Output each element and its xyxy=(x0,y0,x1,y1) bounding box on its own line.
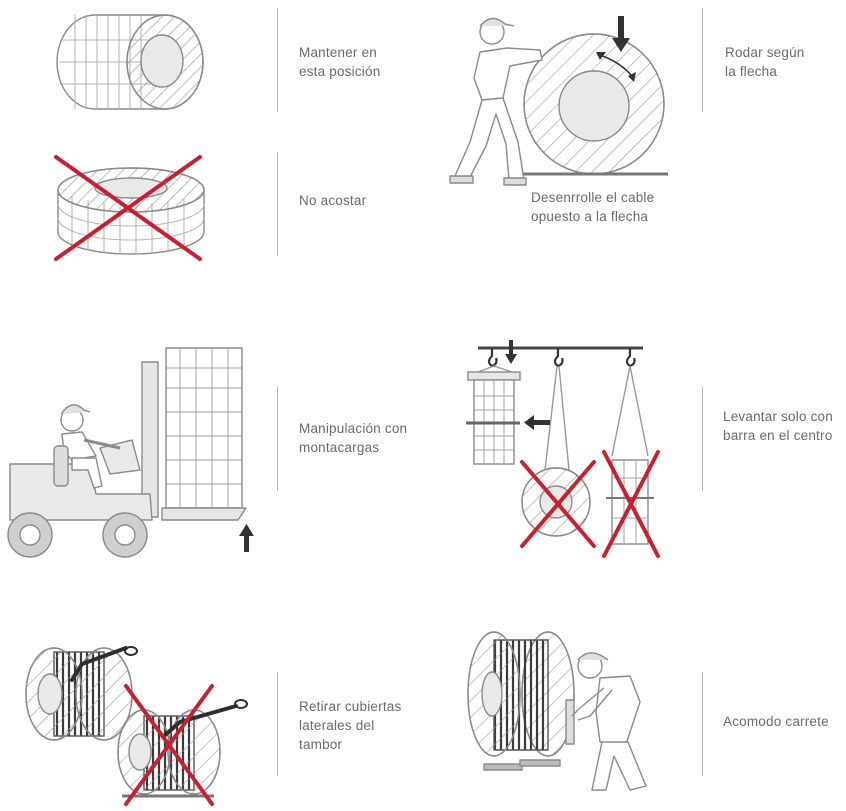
down-arrow-small-icon xyxy=(505,340,517,364)
prohibited-cross-icon xyxy=(54,155,202,261)
label-no-lay-flat: No acostar xyxy=(299,193,367,208)
standing-reel-icon xyxy=(56,14,204,110)
prohibited-cross-icon-middle xyxy=(520,460,596,548)
separator-4 xyxy=(277,387,278,491)
label-keep-position: Mantener en esta posición xyxy=(299,45,381,79)
forklift-icon xyxy=(7,347,247,558)
down-arrow-icon xyxy=(612,16,630,52)
person-arranging-reel-icon xyxy=(467,631,647,791)
rotation-arrow-icon xyxy=(596,52,636,82)
separator-7 xyxy=(702,672,703,776)
separator-5 xyxy=(702,387,703,491)
label-roll-arrow: Rodar según la flecha xyxy=(725,45,805,79)
label-remove-covers: Retirar cubiertas laterales del tambor xyxy=(299,699,402,752)
separator-6 xyxy=(277,672,278,776)
drum-covers-icon xyxy=(25,646,248,798)
label-unroll-opposite: Desenrrolle el cable opuesto a la flecha xyxy=(531,190,655,224)
up-arrow-icon xyxy=(239,524,254,552)
lying-reel-icon xyxy=(57,167,205,255)
separator-3 xyxy=(702,8,703,112)
separator-1 xyxy=(277,8,278,112)
left-arrow-icon xyxy=(524,415,550,430)
separator-2 xyxy=(277,152,278,256)
person-rolling-reel-icon xyxy=(449,17,668,186)
label-lift-center-bar: Levantar solo con barra en el centro xyxy=(723,409,833,443)
label-arrange-reel: Acomodo carrete xyxy=(723,714,829,729)
prohibited-cross-icon-right xyxy=(602,450,660,558)
prohibited-cross-icon-drum xyxy=(124,684,214,806)
label-forklift: Manipulación con montacargas xyxy=(299,421,408,455)
